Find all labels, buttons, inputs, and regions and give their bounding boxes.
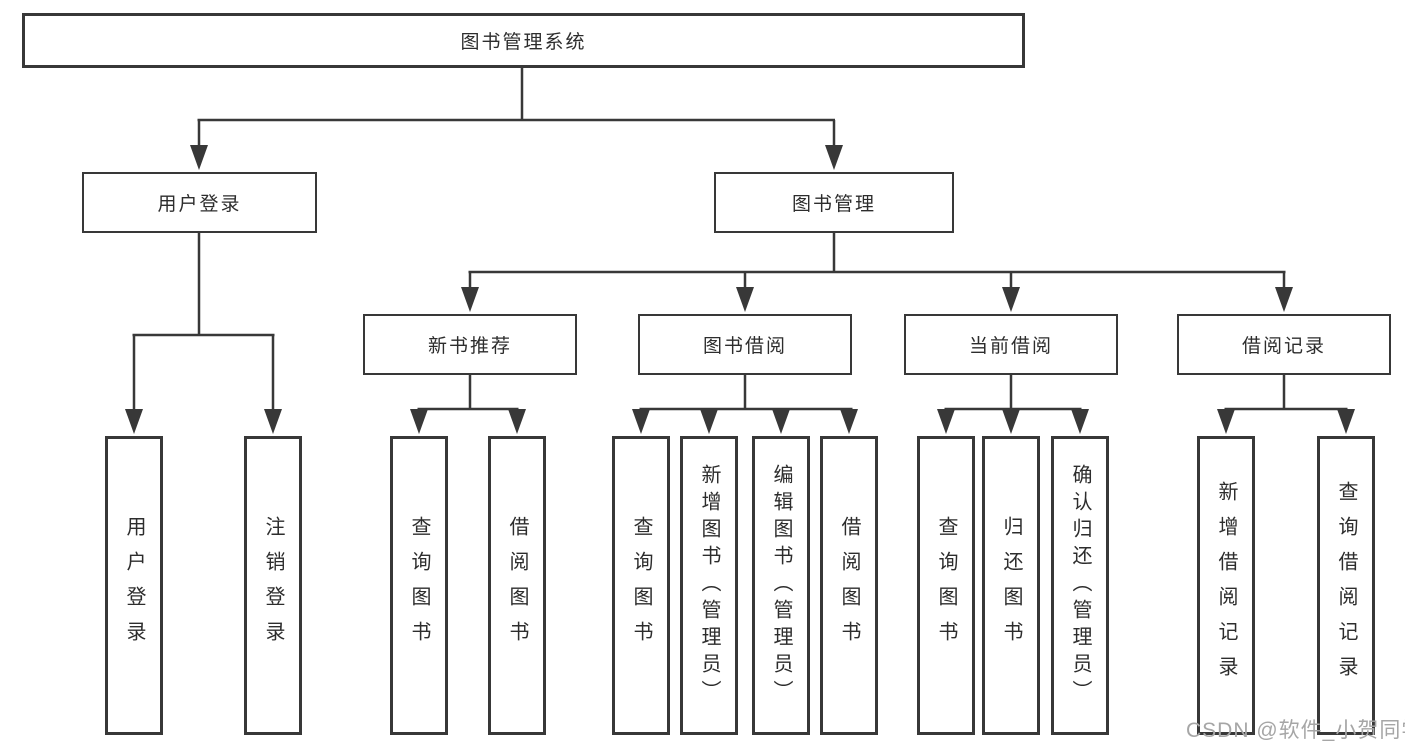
node-root-label: 图书管理系统	[460, 32, 587, 53]
leaf-user-login: 用户登录	[105, 436, 163, 735]
node-book-management-branch: 图书管理	[714, 172, 954, 233]
leaf-borrow-books-1: 借阅图书	[488, 436, 546, 735]
leaf-label: 新增借阅记录	[1215, 480, 1237, 691]
node-new-book-recommend: 新书推荐	[363, 314, 577, 375]
leaf-query-books-3: 查询图书	[917, 436, 975, 735]
leaf-return-books: 归还图书	[982, 436, 1040, 735]
node-label: 借阅记录	[1241, 336, 1326, 357]
leaf-query-books-2: 查询图书	[612, 436, 670, 735]
node-root-system: 图书管理系统	[22, 13, 1025, 68]
leaf-edit-books-admin: 编辑图书（管理员）	[752, 436, 810, 735]
leaf-label: 确认归还（管理员）	[1069, 464, 1091, 707]
leaf-label: 查询图书	[935, 515, 957, 656]
node-book-borrow: 图书借阅	[638, 314, 852, 375]
leaf-logout: 注销登录	[244, 436, 302, 735]
leaf-label: 借阅图书	[838, 515, 860, 656]
leaf-query-books-1: 查询图书	[390, 436, 448, 735]
leaf-label: 归还图书	[1000, 515, 1022, 656]
leaf-label: 用户登录	[123, 515, 145, 656]
leaf-add-borrow-record: 新增借阅记录	[1197, 436, 1255, 735]
node-current-borrow: 当前借阅	[904, 314, 1118, 375]
leaf-label: 新增图书（管理员）	[698, 464, 720, 707]
leaf-add-books-admin: 新增图书（管理员）	[680, 436, 738, 735]
leaf-label: 借阅图书	[506, 515, 528, 656]
node-label: 图书借阅	[702, 336, 787, 357]
csdn-watermark: CSDN @软件_小贺同学	[1186, 719, 1405, 742]
leaf-label: 注销登录	[262, 515, 284, 656]
leaf-query-borrow-record: 查询借阅记录	[1317, 436, 1375, 735]
leaf-confirm-return-admin: 确认归还（管理员）	[1051, 436, 1109, 735]
node-label: 用户登录	[157, 194, 242, 215]
node-label: 新书推荐	[427, 336, 512, 357]
node-user-login-branch: 用户登录	[82, 172, 317, 233]
leaf-borrow-books-2: 借阅图书	[820, 436, 878, 735]
leaf-label: 查询图书	[630, 515, 652, 656]
leaf-label: 编辑图书（管理员）	[770, 464, 792, 707]
node-label: 图书管理	[791, 194, 876, 215]
node-borrow-records: 借阅记录	[1177, 314, 1391, 375]
leaf-label: 查询图书	[408, 515, 430, 656]
leaf-label: 查询借阅记录	[1335, 480, 1357, 691]
node-label: 当前借阅	[968, 336, 1053, 357]
